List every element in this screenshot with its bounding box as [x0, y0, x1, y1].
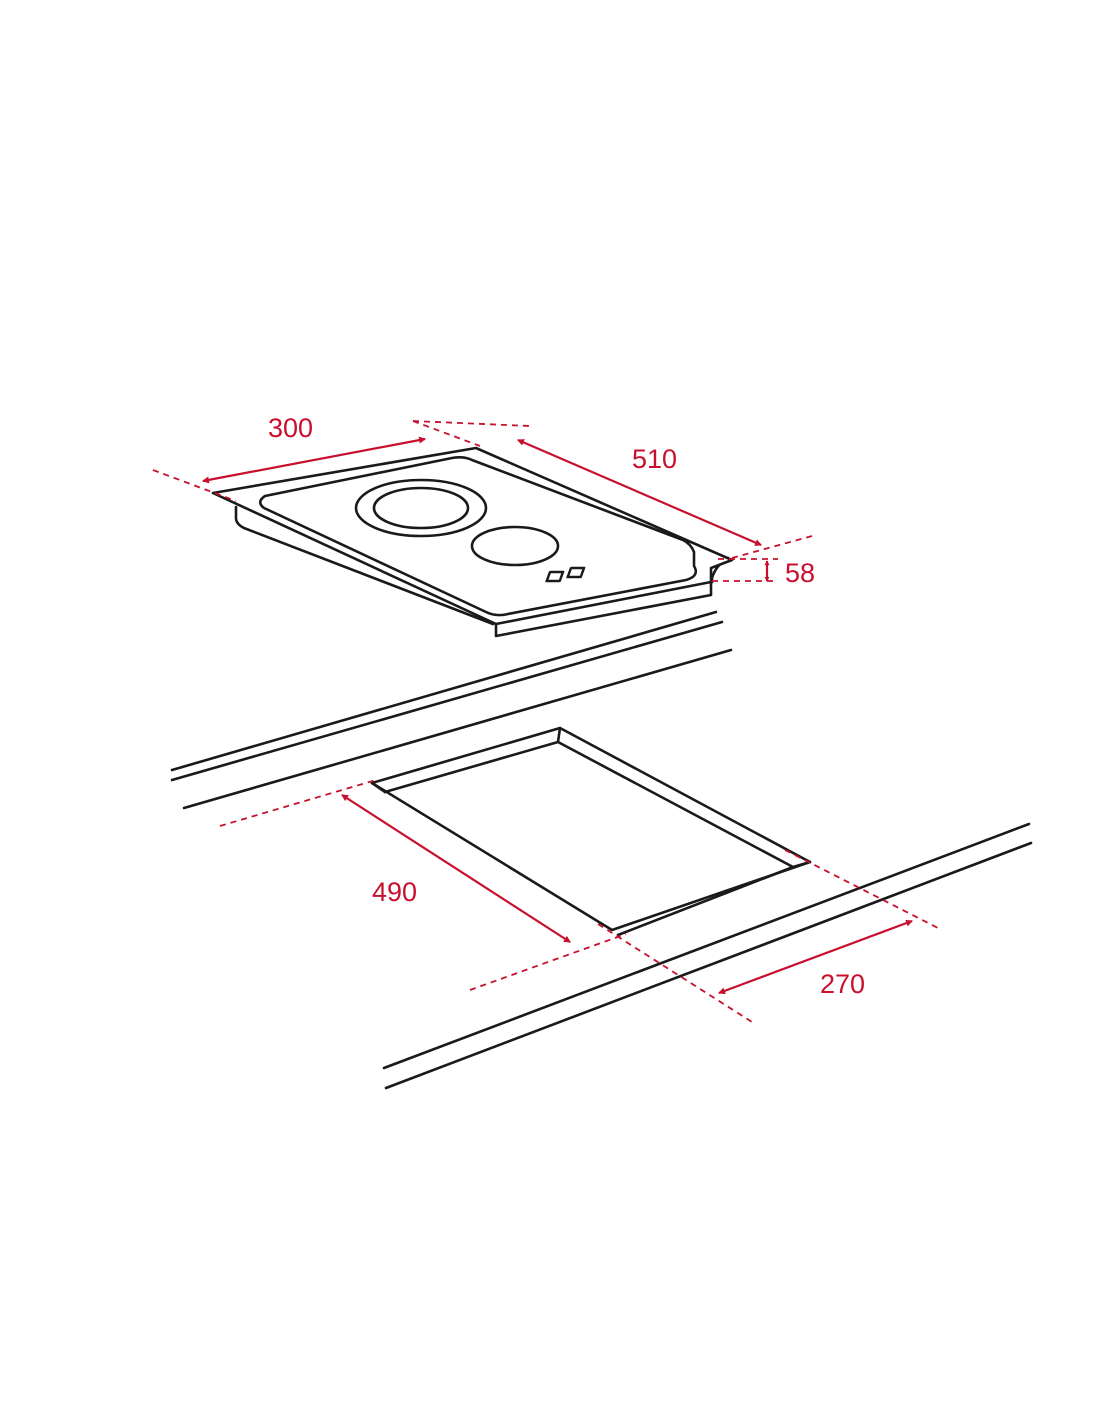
dim-arrow-490	[341, 794, 571, 943]
label-width-300: 300	[268, 413, 313, 443]
label-cutout-width-270: 270	[820, 969, 865, 999]
hob-body-left-side	[234, 505, 495, 626]
label-height-58: 58	[785, 558, 815, 588]
ext-line-hob-back	[412, 420, 531, 427]
hob-glass-edge	[494, 580, 713, 638]
ext-line-cutout-front	[469, 933, 627, 991]
dim-arrow-510	[517, 438, 762, 547]
label-cutout-depth-490: 490	[372, 877, 417, 907]
ext-line-hob-back-2	[412, 420, 481, 447]
label-depth-510: 510	[632, 444, 677, 474]
control-key-left	[545, 570, 565, 583]
dim-arrow-270	[718, 919, 913, 995]
hob	[211, 446, 734, 638]
ext-line-hob-right	[731, 535, 813, 559]
worktop-back-edge	[170, 610, 733, 810]
hob-glass-top	[211, 446, 734, 626]
cooking-zone-small	[470, 525, 560, 567]
hob-inner-panel	[258, 456, 698, 617]
dimension-lines: 300 510 58 490 270	[152, 413, 939, 1023]
worktop-front-edge	[382, 822, 1033, 1090]
ext-line-cutout-back	[219, 779, 377, 827]
cooking-zone-large-inner	[372, 486, 470, 530]
dim-arrow-300	[201, 436, 427, 484]
ext-line-cutout-left	[597, 923, 753, 1023]
ext-line-cutout-right	[784, 849, 939, 929]
worktop-cutout	[370, 726, 812, 937]
ext-line-hob-left	[152, 469, 237, 502]
control-key-right	[566, 566, 586, 579]
